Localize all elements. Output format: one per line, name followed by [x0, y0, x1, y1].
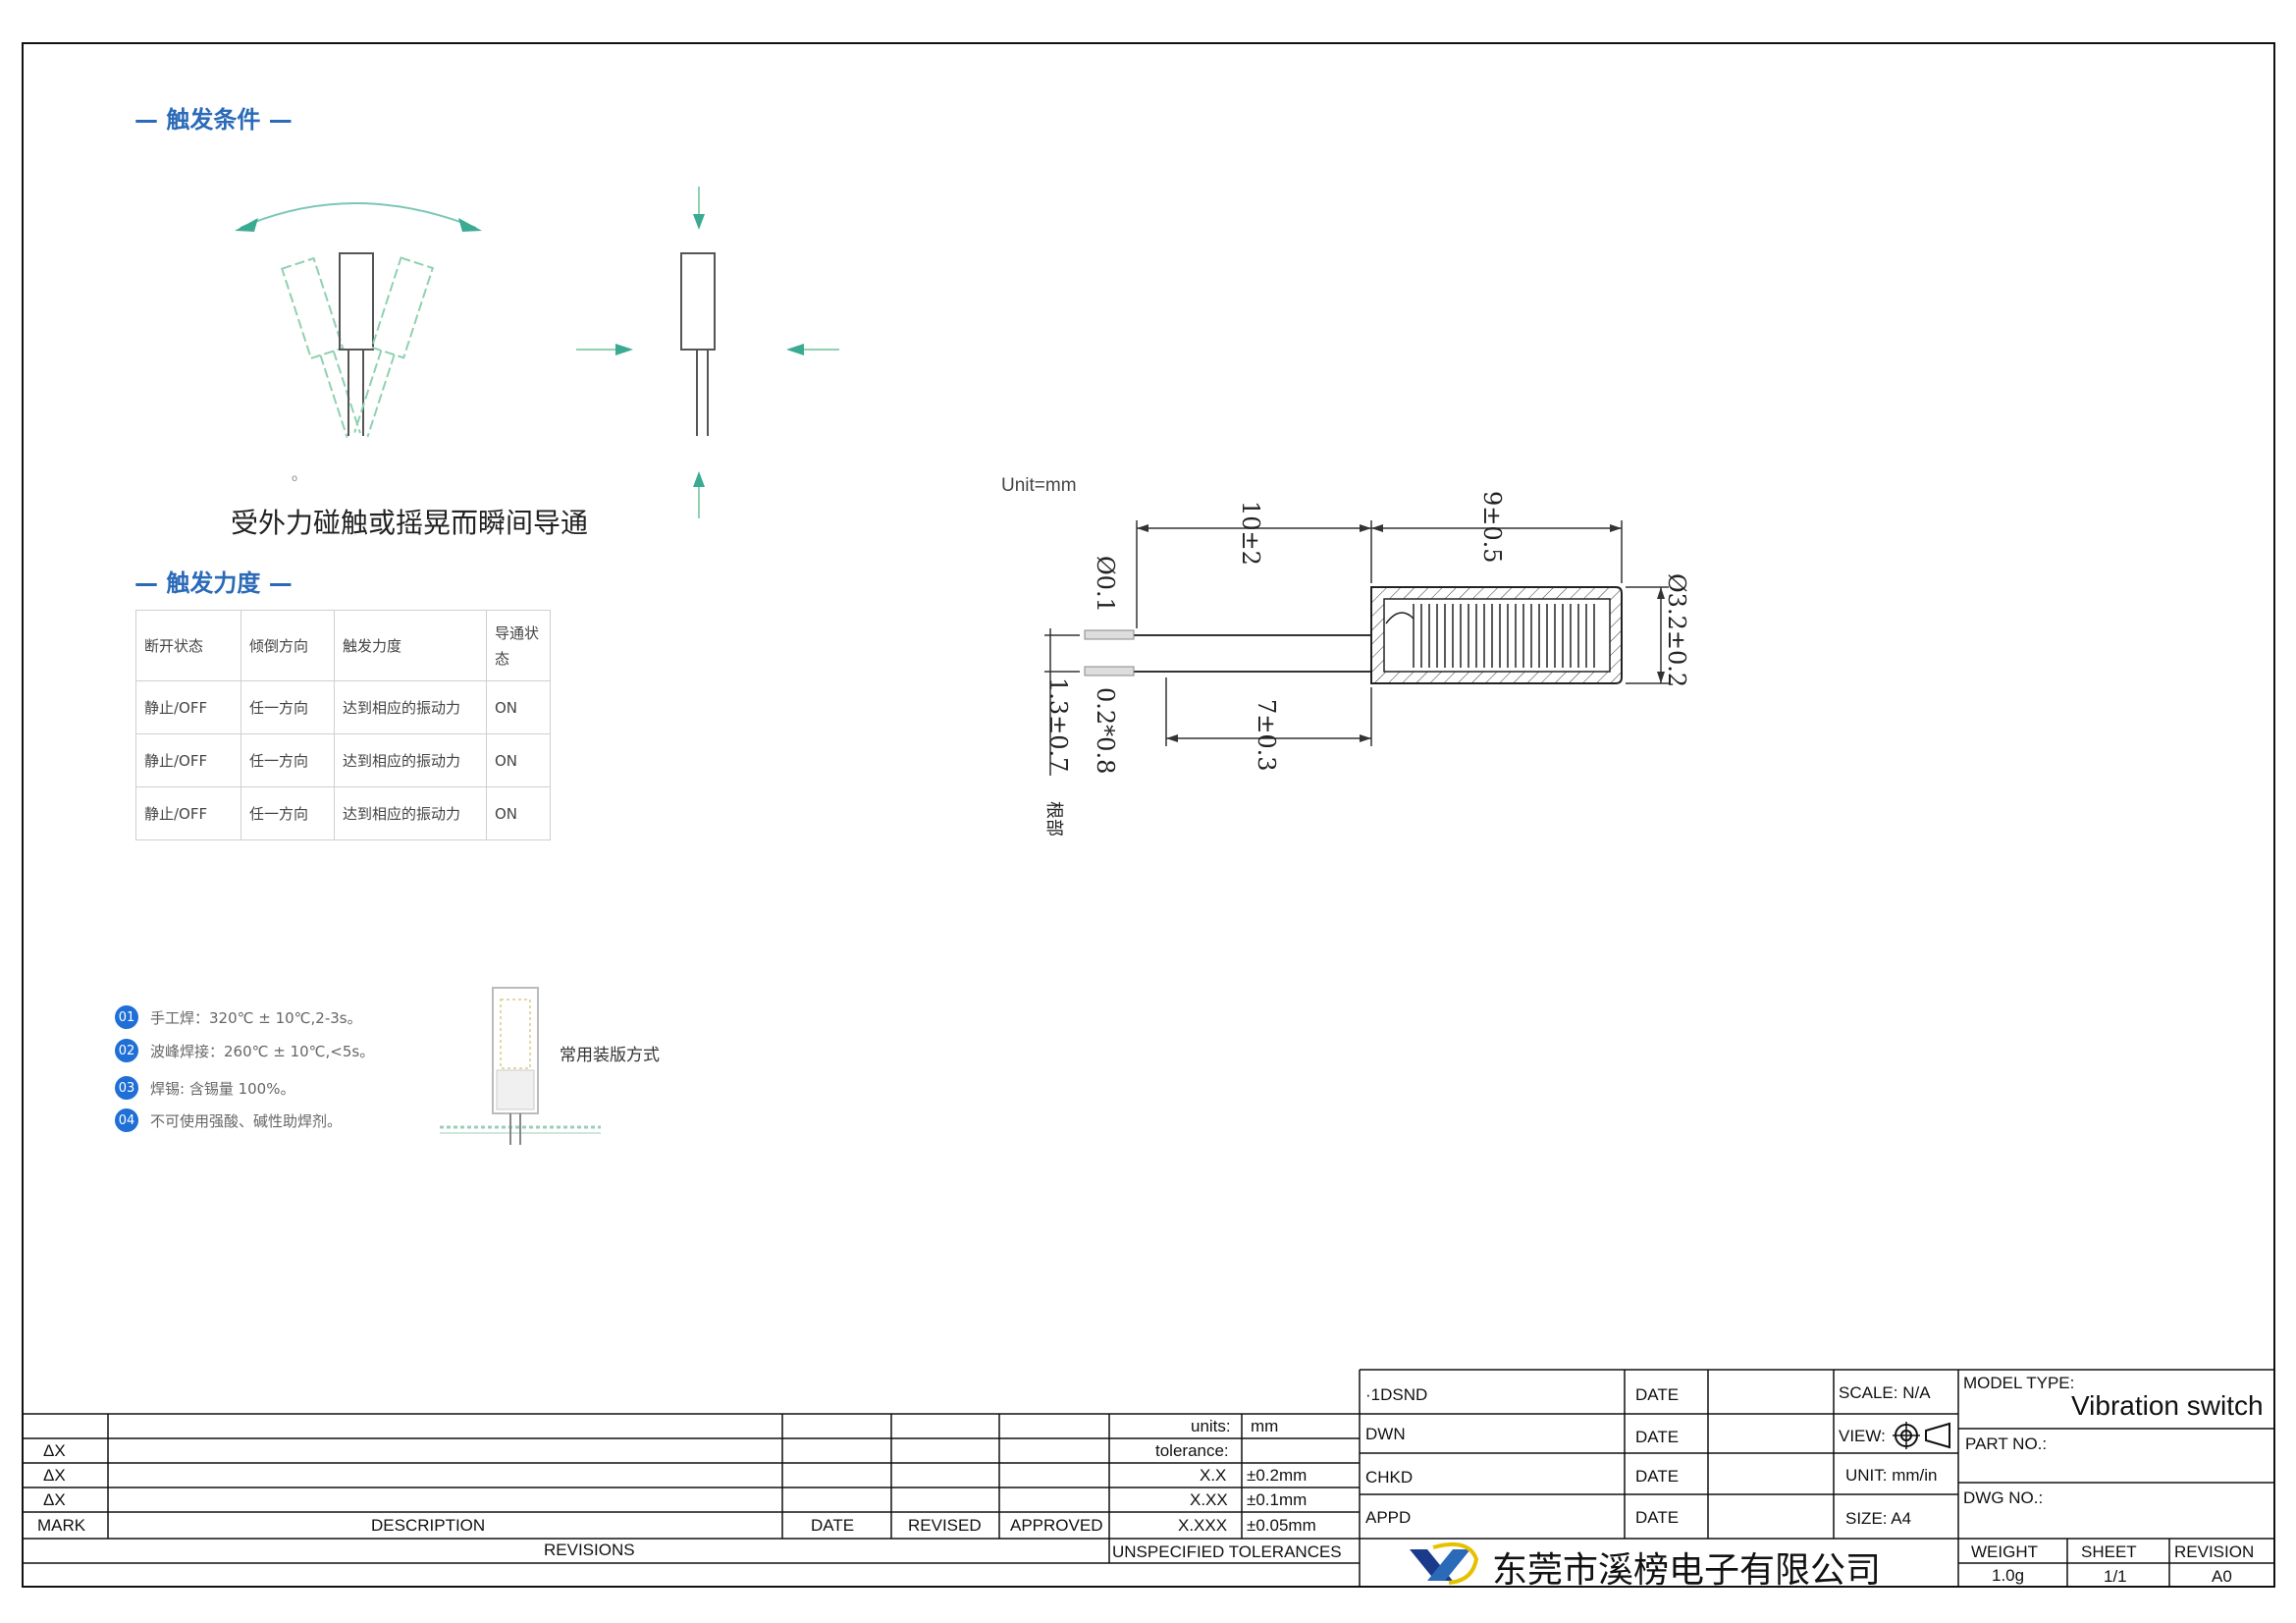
- header-cell: 断开状态: [135, 610, 241, 681]
- signoff-date: DATE: [1635, 1385, 1680, 1404]
- signoff-label: DWN: [1365, 1425, 1406, 1443]
- scale-label: SCALE: N/A: [1839, 1383, 1931, 1402]
- revision-header-revised: REVISED: [908, 1516, 982, 1535]
- revision-header-date: DATE: [811, 1516, 855, 1535]
- note-item: 03 焊锡: 含锡量 100%。: [115, 1075, 294, 1101]
- packing-label: 常用装版方式: [560, 1046, 660, 1065]
- revision-mark: ΔX: [43, 1441, 66, 1460]
- note-number-badge: 04: [115, 1109, 138, 1132]
- weight-label: WEIGHT: [1971, 1542, 2038, 1561]
- dim-lead-section: 0.2*0.8: [1092, 687, 1119, 774]
- dim-body-length: 9±0.5: [1478, 491, 1506, 564]
- tolerance-row-value: ±0.2mm: [1247, 1466, 1308, 1485]
- note-item: 02 波峰焊接：260℃ ± 10℃,<5s。: [115, 1038, 374, 1063]
- table-cell: 任一方向: [240, 786, 335, 840]
- projection-icon: [1893, 1422, 1950, 1449]
- revisions-footer: REVISIONS: [544, 1541, 635, 1559]
- table-cell: ON: [486, 680, 551, 734]
- part-no-label: PART NO.:: [1965, 1434, 2048, 1453]
- revision-header-approved: APPROVED: [1010, 1516, 1103, 1535]
- dimension-drawing: 10±2 9±0.5 Ø3.2±0.2 Ø0.1 0.2*0.8 1.3±0.7…: [1043, 491, 1690, 837]
- revision-header-mark: MARK: [37, 1516, 86, 1535]
- dim-lead-length: 10±2: [1237, 501, 1264, 566]
- header-cell: 触发力度: [334, 610, 487, 681]
- table-cell: ON: [486, 733, 551, 787]
- dim-diameter: Ø3.2±0.2: [1663, 573, 1690, 687]
- signoff-label: ·1DSND: [1365, 1385, 1428, 1404]
- note-number-badge: 01: [115, 1005, 138, 1029]
- tolerance-label: tolerance:: [1155, 1441, 1229, 1460]
- trigger-force-table: 断开状态 倾倒方向 触发力度 导通状态 静止/OFF 任一方向 达到相应的振动力…: [135, 610, 551, 840]
- weight-value: 1.0g: [1992, 1566, 2025, 1585]
- dim-root: 1.3±0.7: [1044, 677, 1072, 772]
- table-cell: 静止/OFF: [135, 733, 241, 787]
- revision-label: REVISION: [2174, 1542, 2255, 1561]
- table-cell: 达到相应的振动力: [334, 680, 487, 734]
- note-item: 04 不可使用强酸、碱性助焊剂。: [115, 1108, 342, 1133]
- tolerance-row-value: ±0.05mm: [1247, 1516, 1316, 1535]
- revision-mark: ΔX: [43, 1466, 66, 1485]
- table-cell: 达到相应的振动力: [334, 733, 487, 787]
- unit-label: Unit=mm: [1001, 475, 1077, 496]
- signoff-date: DATE: [1635, 1428, 1680, 1446]
- sheet-value: 1/1: [2104, 1567, 2127, 1586]
- dwg-no-label: DWG NO.:: [1963, 1488, 2044, 1507]
- model-type-value: Vibration switch: [2071, 1390, 2264, 1421]
- note-text: 不可使用强酸、碱性助焊剂。: [150, 1111, 343, 1130]
- company-name: 东莞市溪榜电子有限公司: [1492, 1550, 1882, 1591]
- dim-root-label: 根部: [1043, 801, 1064, 837]
- tiny-mark: o: [292, 473, 297, 484]
- table-row: 静止/OFF 任一方向 达到相应的振动力 ON: [135, 786, 551, 840]
- revision-header-description: DESCRIPTION: [371, 1516, 486, 1535]
- note-text: 焊锡: 含锡量 100%。: [150, 1079, 295, 1098]
- trigger-caption: 受外力碰触或摇晃而瞬间导通: [231, 507, 589, 539]
- tolerance-row-label: X.XX: [1190, 1490, 1228, 1509]
- packing-illustration: [440, 987, 601, 1145]
- model-type-label: MODEL TYPE:: [1963, 1374, 2075, 1392]
- revision-value: A0: [2212, 1567, 2232, 1586]
- note-item: 01 手工焊：320℃ ± 10℃,2-3s。: [115, 1004, 362, 1030]
- tolerance-row-label: X.X: [1200, 1466, 1227, 1485]
- dim-wire: Ø0.1: [1092, 556, 1119, 613]
- size-value: SIZE: A4: [1845, 1509, 1912, 1528]
- view-label: VIEW:: [1839, 1427, 1886, 1445]
- trigger-illustration: o: [235, 187, 839, 518]
- table-cell: 任一方向: [240, 680, 335, 734]
- revision-mark: ΔX: [43, 1490, 66, 1509]
- table-row: 静止/OFF 任一方向 达到相应的振动力 ON: [135, 680, 551, 734]
- units-label: units:: [1191, 1417, 1231, 1435]
- table-cell: ON: [486, 786, 551, 840]
- units-value: mm: [1251, 1417, 1279, 1435]
- table-cell: 静止/OFF: [135, 786, 241, 840]
- trigger-force-heading: — 触发力度 —: [134, 569, 293, 597]
- dim-inner-length: 7±0.3: [1253, 699, 1280, 772]
- company-logo-icon: [1410, 1542, 1479, 1585]
- note-number-badge: 02: [115, 1039, 138, 1062]
- table-cell: 任一方向: [240, 733, 335, 787]
- drawing-frame: [22, 42, 2275, 1588]
- header-cell: 导通状态: [486, 610, 551, 681]
- note-text: 手工焊：320℃ ± 10℃,2-3s。: [150, 1008, 362, 1027]
- unit-value: UNIT: mm/in: [1845, 1466, 1938, 1485]
- signoff-date: DATE: [1635, 1508, 1680, 1527]
- signoff-label: CHKD: [1365, 1468, 1414, 1487]
- trigger-conditions-heading: — 触发条件 —: [134, 106, 293, 134]
- note-text: 波峰焊接：260℃ ± 10℃,<5s。: [150, 1042, 375, 1060]
- signoff-label: APPD: [1365, 1508, 1412, 1527]
- table-row: 静止/OFF 任一方向 达到相应的振动力 ON: [135, 733, 551, 787]
- table-cell: 达到相应的振动力: [334, 786, 487, 840]
- table-cell: 静止/OFF: [135, 680, 241, 734]
- header-cell: 倾倒方向: [240, 610, 335, 681]
- note-number-badge: 03: [115, 1076, 138, 1100]
- sheet-label: SHEET: [2081, 1542, 2137, 1561]
- signoff-date: DATE: [1635, 1467, 1680, 1486]
- tolerance-row-label: X.XXX: [1178, 1516, 1228, 1535]
- tolerances-footer: UNSPECIFIED TOLERANCES: [1112, 1542, 1342, 1561]
- table-header-row: 断开状态 倾倒方向 触发力度 导通状态: [135, 610, 551, 681]
- tolerance-row-value: ±0.1mm: [1247, 1490, 1308, 1509]
